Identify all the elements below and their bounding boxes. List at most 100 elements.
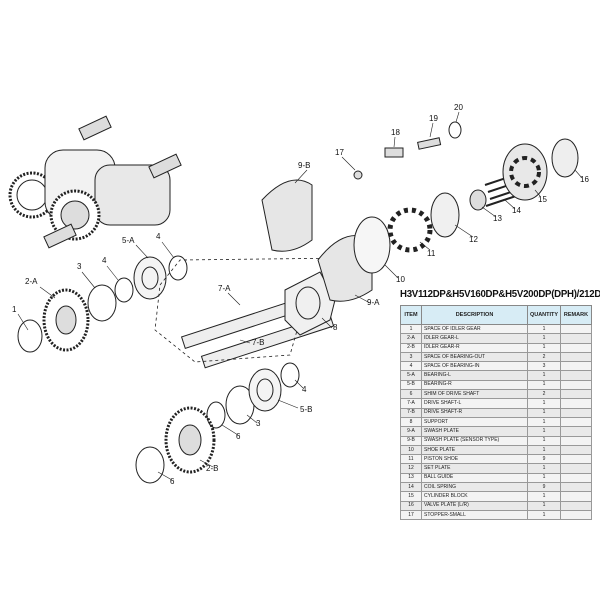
cell-quantity: 1 <box>527 426 561 437</box>
part-11 <box>387 207 433 253</box>
callout-label: 4 <box>302 385 307 394</box>
cell-item: 13 <box>400 472 422 484</box>
callout-label: 6 <box>170 477 175 486</box>
callout-label: 2-A <box>25 277 38 286</box>
cell-description: VALVE PLATE (L/R) <box>421 500 528 511</box>
cell-item: 10 <box>400 444 422 456</box>
cell-remark <box>560 342 592 353</box>
callout-label: 8 <box>333 323 338 332</box>
cell-quantity: 1 <box>527 435 561 446</box>
callout-label: 16 <box>580 175 589 184</box>
cell-description: SWASH PLATE <box>421 426 528 437</box>
cell-quantity: 1 <box>527 444 561 456</box>
cell-item: 17 <box>400 509 422 521</box>
cell-quantity: 1 <box>527 370 561 381</box>
callout-label: 14 <box>512 206 521 215</box>
cell-remark <box>560 509 592 521</box>
cell-description: IDLER GEAR-R <box>421 342 528 353</box>
part-2-A <box>42 288 90 352</box>
cell-description: BEARING-L <box>421 370 528 381</box>
cell-item: 15 <box>400 491 422 502</box>
callout-label: 7-B <box>252 338 264 347</box>
part-20 <box>448 121 462 139</box>
cell-remark <box>560 426 592 437</box>
callout-label: 10 <box>396 275 405 284</box>
callout-label: 5-A <box>122 236 135 245</box>
assembled-pump <box>8 115 182 249</box>
cell-remark <box>560 398 592 409</box>
cell-remark <box>560 463 592 474</box>
cell-quantity: 9 <box>527 482 561 493</box>
part-8 <box>284 271 336 336</box>
cell-remark <box>560 407 592 418</box>
callout-label: 12 <box>469 235 478 244</box>
leader-lines <box>17 111 583 481</box>
callout-label: 17 <box>335 148 344 157</box>
cell-quantity: 9 <box>527 454 561 465</box>
part-10 <box>353 216 391 274</box>
cell-item: 9-A <box>400 426 422 437</box>
cell-remark <box>560 389 592 400</box>
callout-label: 20 <box>454 103 463 112</box>
part-4b <box>168 255 188 281</box>
callout-label: 13 <box>493 214 502 223</box>
cell-description: DRIVE SHAFT-R <box>421 407 528 418</box>
cell-item: 16 <box>400 500 422 511</box>
cell-item: 5-B <box>400 379 422 391</box>
part-6b <box>135 446 165 484</box>
cell-quantity: 1 <box>527 323 561 335</box>
part-15 <box>502 143 548 201</box>
cell-description: PISTON SHOE <box>421 454 528 465</box>
cell-item: 9-B <box>400 435 422 446</box>
part-2-B <box>164 406 216 474</box>
part-4c <box>280 362 300 388</box>
col-item: ITEM <box>400 305 422 325</box>
cell-remark <box>560 323 592 335</box>
cell-quantity: 1 <box>527 333 561 344</box>
callout-label: 9-B <box>298 161 310 170</box>
callout-label: 5-B <box>300 405 312 414</box>
cell-item: 11 <box>400 454 422 465</box>
cell-item: 7-B <box>400 407 422 418</box>
cell-quantity: 1 <box>527 416 561 428</box>
cell-description: SUPPORT <box>421 416 528 428</box>
part-17 <box>353 170 363 180</box>
cell-remark <box>560 454 592 465</box>
callout-label: 3 <box>256 419 261 428</box>
part-4 <box>114 277 134 303</box>
cell-remark <box>560 500 592 511</box>
cell-description: CYLINDER BLOCK <box>421 491 528 502</box>
part-9-B <box>261 179 313 252</box>
cell-item: 8 <box>400 416 422 428</box>
cell-item: 6 <box>400 389 422 400</box>
col-remark: REMARK <box>560 305 592 325</box>
part-18 <box>384 147 404 158</box>
cell-remark <box>560 472 592 484</box>
callout-label: 18 <box>391 128 400 137</box>
callout-label: 7-A <box>218 284 231 293</box>
cell-remark <box>560 333 592 344</box>
cell-description: SHIM OF DRIVE SHAFT <box>421 389 528 400</box>
callout-label: 9-A <box>367 298 380 307</box>
part-16 <box>551 138 579 178</box>
cell-remark <box>560 370 592 381</box>
cell-item: 12 <box>400 463 422 474</box>
cell-quantity: 1 <box>527 509 561 521</box>
cell-quantity: 1 <box>527 379 561 391</box>
cell-quantity: 2 <box>527 351 561 363</box>
part-13 <box>469 189 487 211</box>
part-5-B <box>248 368 282 412</box>
